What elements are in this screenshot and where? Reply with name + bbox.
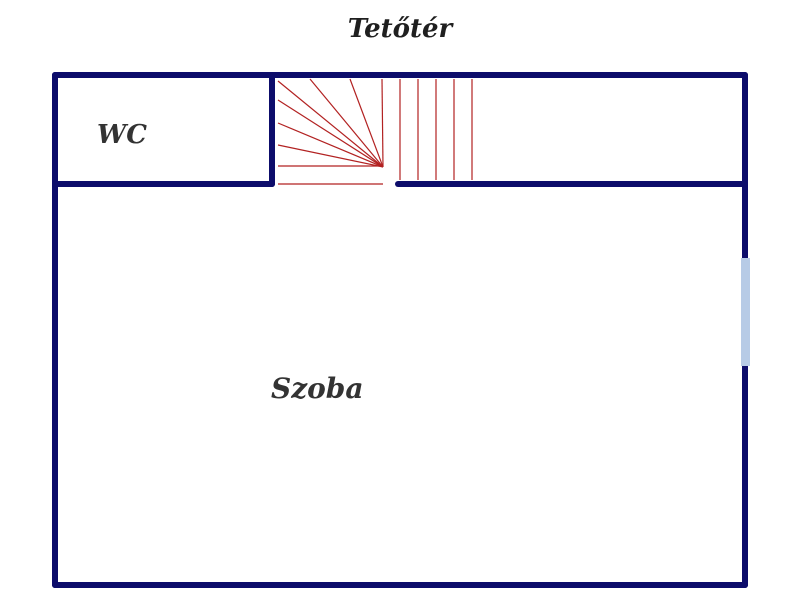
stair-fan-line xyxy=(277,122,384,168)
room-label-szoba: Szoba xyxy=(271,372,364,405)
stair-fan-line xyxy=(309,78,384,168)
walls xyxy=(52,72,748,588)
floor-title: Tetőtér xyxy=(347,14,453,44)
stair-fan-line xyxy=(277,80,384,168)
staircase xyxy=(277,78,473,185)
room-label-wc: WC xyxy=(97,120,147,150)
window xyxy=(741,258,750,366)
stair-fan-line xyxy=(277,99,384,168)
stair-fan-line xyxy=(277,144,384,168)
stair-fan-line xyxy=(381,78,384,168)
stair-fan-line xyxy=(349,78,384,168)
